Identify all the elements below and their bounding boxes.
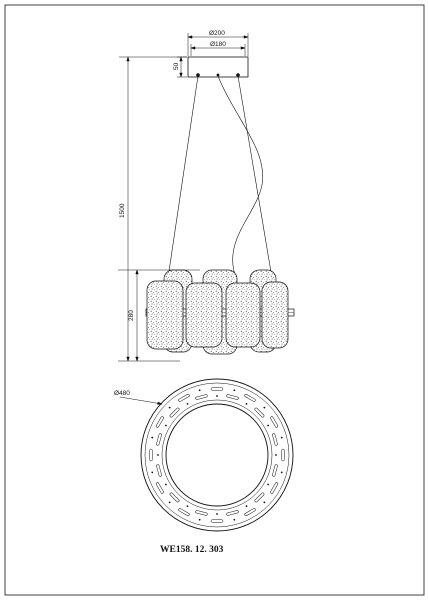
ring-slot-pattern bbox=[149, 387, 285, 523]
ring-rivet bbox=[151, 471, 154, 474]
ring-slot bbox=[156, 433, 162, 446]
ring-slot bbox=[178, 508, 190, 517]
ring-slot bbox=[210, 519, 224, 523]
ring-slot bbox=[254, 492, 265, 503]
dim-total-height bbox=[119, 56, 187, 362]
ring-rivet bbox=[275, 454, 277, 456]
ring-rivet bbox=[245, 505, 248, 507]
ring-slot bbox=[281, 448, 285, 462]
ring-slot bbox=[149, 448, 153, 462]
ring-slot bbox=[272, 464, 278, 477]
dim-label-total-height: 1500 bbox=[119, 203, 126, 218]
ring-rivet bbox=[186, 505, 189, 507]
dim-label-body-diameter: Ø480 bbox=[114, 390, 130, 397]
ring-slot bbox=[270, 416, 279, 428]
ring-rivet bbox=[263, 406, 266, 409]
ring-rivet bbox=[267, 483, 269, 486]
ring-rivet bbox=[165, 483, 167, 486]
ring-slot bbox=[270, 482, 279, 494]
ring-rivet bbox=[216, 513, 218, 515]
ring-slot bbox=[178, 393, 190, 402]
ring-rivet bbox=[245, 403, 248, 405]
ring-rivet bbox=[151, 436, 154, 439]
model-code: WE158. 12. 303 bbox=[160, 545, 224, 555]
ring-slot bbox=[156, 464, 162, 477]
ring-rivet bbox=[216, 395, 218, 397]
dim-canopy-outer bbox=[187, 33, 249, 56]
ring-rivet bbox=[198, 389, 201, 392]
suspension-cables bbox=[167, 75, 273, 279]
ring-rivet bbox=[168, 501, 171, 504]
ring-rivet bbox=[198, 518, 201, 521]
dim-body-diameter bbox=[119, 396, 163, 405]
canopy bbox=[187, 56, 249, 78]
ring-slot bbox=[244, 508, 256, 517]
ring-rivet bbox=[233, 389, 236, 392]
ring-slot bbox=[254, 407, 265, 418]
ring-slot bbox=[210, 387, 224, 391]
ring-rivet bbox=[280, 471, 283, 474]
ring-slot bbox=[155, 416, 164, 428]
ring-rivet bbox=[233, 518, 236, 521]
dim-label-body-height: 280 bbox=[128, 310, 135, 321]
lamp-body-side-view bbox=[145, 269, 295, 355]
ring-slot bbox=[195, 394, 208, 400]
ring-rivet bbox=[168, 406, 171, 409]
dim-label-canopy-height: 50 bbox=[173, 62, 180, 70]
ring-slot bbox=[272, 433, 278, 446]
ring-rivet bbox=[186, 403, 189, 405]
page-frame bbox=[4, 4, 425, 596]
ring-slot bbox=[226, 510, 239, 516]
ring-slot bbox=[244, 393, 256, 402]
ring-rivet bbox=[263, 501, 266, 504]
dim-label-canopy-inner: Ø180 bbox=[210, 41, 226, 48]
ring-rivet bbox=[165, 424, 167, 427]
ring-rivet bbox=[157, 454, 159, 456]
dim-body-height bbox=[118, 269, 200, 362]
dim-canopy-inner bbox=[190, 44, 246, 56]
ring-top-view bbox=[140, 378, 294, 532]
ring-slot bbox=[155, 482, 164, 494]
ring-slot bbox=[226, 394, 239, 400]
ring-rivet bbox=[267, 424, 269, 427]
dim-label-canopy-outer: Ø200 bbox=[209, 30, 225, 37]
ring-rivet bbox=[280, 436, 283, 439]
ring-slot bbox=[195, 510, 208, 516]
ring-slot bbox=[169, 407, 180, 418]
